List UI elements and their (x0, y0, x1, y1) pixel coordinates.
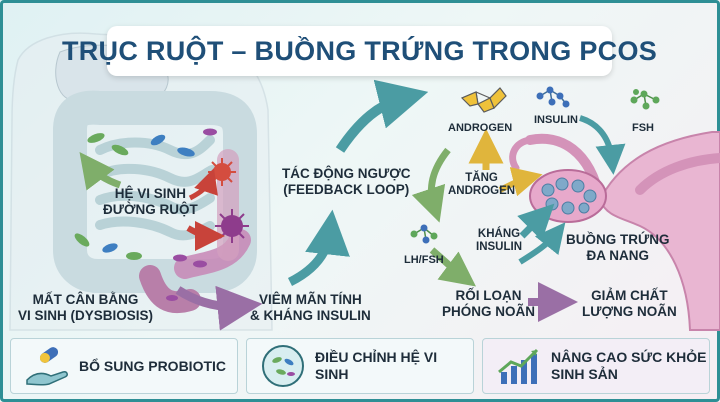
label-gut-microbiota-line1: HỆ VI SINH (114, 186, 186, 201)
arrow-androgen-down (411, 147, 451, 223)
arrow-insulin-ovary (578, 115, 626, 175)
insulin-molecule (536, 86, 570, 108)
lh-fsh-molecule (410, 224, 438, 244)
label-ovulation-disorder-line1: RỐI LOẠN (455, 288, 522, 303)
label-feedback: TÁC ĐỘNG NGƯỢC (FEEDBACK LOOP) (282, 166, 410, 197)
label-increase-androgen-line1: TĂNG (465, 172, 498, 184)
health-text-line1: NÂNG CAO SỨC KHỎE (551, 349, 707, 366)
label-increase-androgen: TĂNG ANDROGEN (448, 172, 515, 198)
label-pcos-line1: BUỒNG TRỨNG (566, 232, 670, 247)
microbiota-text: ĐIỀU CHỈNH HỆ VI SINH (315, 349, 438, 382)
arrow-resistance-to-ovary (517, 203, 555, 241)
label-gut-microbiota-line2: ĐƯỜNG RUỘT (103, 201, 198, 217)
label-fsh: FSH (632, 122, 654, 134)
label-egg-quality: GIẢM CHẤT LƯỢNG NOÃN (582, 288, 677, 319)
label-insulin: INSULIN (534, 114, 578, 126)
arrow-microbiota-in (79, 152, 122, 191)
petri-dish-icon (262, 345, 304, 387)
label-feedback-line2: (FEEDBACK LOOP) (283, 181, 410, 197)
androgen-molecule (460, 87, 507, 113)
label-pcos: BUỒNG TRỨNG ĐA NANG (566, 232, 669, 263)
label-increase-androgen-line2: ANDROGEN (448, 185, 516, 198)
arrow-feedback-up (335, 79, 429, 153)
label-lh-fsh: LH/FSH (404, 254, 444, 266)
large-intestine (53, 90, 257, 314)
label-androgen: ANDROGEN (448, 122, 513, 134)
label-egg-quality-line2: LƯỢNG NOÃN (582, 303, 677, 319)
arrow-dysbiosis-inflammation (175, 285, 263, 331)
arrow-increase-to-ovary (498, 167, 543, 197)
title-banner: TRỤC RUỘT – BUỒNG TRỨNG TRONG PCOS (62, 26, 657, 76)
arrow-to-pathogen (186, 220, 225, 251)
label-insulin-resistance: KHÁNG INSULIN (476, 228, 522, 254)
arrow-inflammation-feedback (287, 209, 350, 287)
growth-chart-icon (498, 348, 539, 384)
page-title: TRỤC RUỘT – BUỒNG TRỨNG TRONG PCOS (61, 35, 658, 66)
label-dysbiosis-line2: VI SINH (DYSBIOSIS) (18, 307, 154, 323)
health-text: NÂNG CAO SỨC KHỎE SINH SẢN (551, 349, 707, 383)
label-ovulation-disorder-line2: PHÓNG NOÃN (442, 303, 536, 319)
arrow-resistance-to-pcos (518, 222, 566, 265)
label-insulin-resistance-line2: INSULIN (476, 241, 522, 254)
label-inflammation: VIÊM MÃN TÍNH & KHÁNG INSULIN (250, 292, 371, 323)
health-text-line2: SINH SẢN (551, 366, 618, 382)
label-pcos-line2: ĐA NANG (586, 247, 649, 263)
label-dysbiosis-line1: MẤT CÂN BẰNG (32, 292, 139, 307)
bacteria-group (74, 128, 217, 301)
label-feedback-line1: TÁC ĐỘNG NGƯỢC (282, 166, 411, 181)
label-egg-quality-line1: GIẢM CHẤT (591, 288, 668, 303)
label-inflammation-line2: & KHÁNG INSULIN (250, 307, 371, 323)
label-dysbiosis: MẤT CÂN BẰNG VI SINH (DYSBIOSIS) (18, 292, 153, 323)
label-inflammation-line1: VIÊM MÃN TÍNH (259, 292, 362, 307)
polycystic-ovary (529, 169, 607, 223)
label-ovulation-disorder: RỐI LOẠN PHÓNG NOÃN (442, 288, 535, 319)
probiotic-capsule-hand-icon (26, 347, 68, 386)
bottom-box-probiotic: BỔ SUNG PROBIOTIC (10, 338, 238, 394)
pathogen-red (208, 158, 236, 186)
pathogen-purple (215, 209, 249, 243)
fsh-molecule (630, 89, 660, 110)
arrow-lhfsh-to-ovulation (429, 247, 476, 287)
probiotic-text: BỔ SUNG PROBIOTIC (79, 357, 227, 374)
label-insulin-resistance-line1: KHÁNG (477, 228, 521, 240)
bottom-box-health: NÂNG CAO SỨC KHỎE SINH SẢN (482, 338, 710, 394)
label-gut-microbiota: HỆ VI SINH ĐƯỜNG RUỘT (103, 186, 198, 217)
arrow-to-pathogen-2 (188, 168, 218, 201)
bottom-box-microbiota: ĐIỀU CHỈNH HỆ VI SINH (246, 338, 474, 394)
